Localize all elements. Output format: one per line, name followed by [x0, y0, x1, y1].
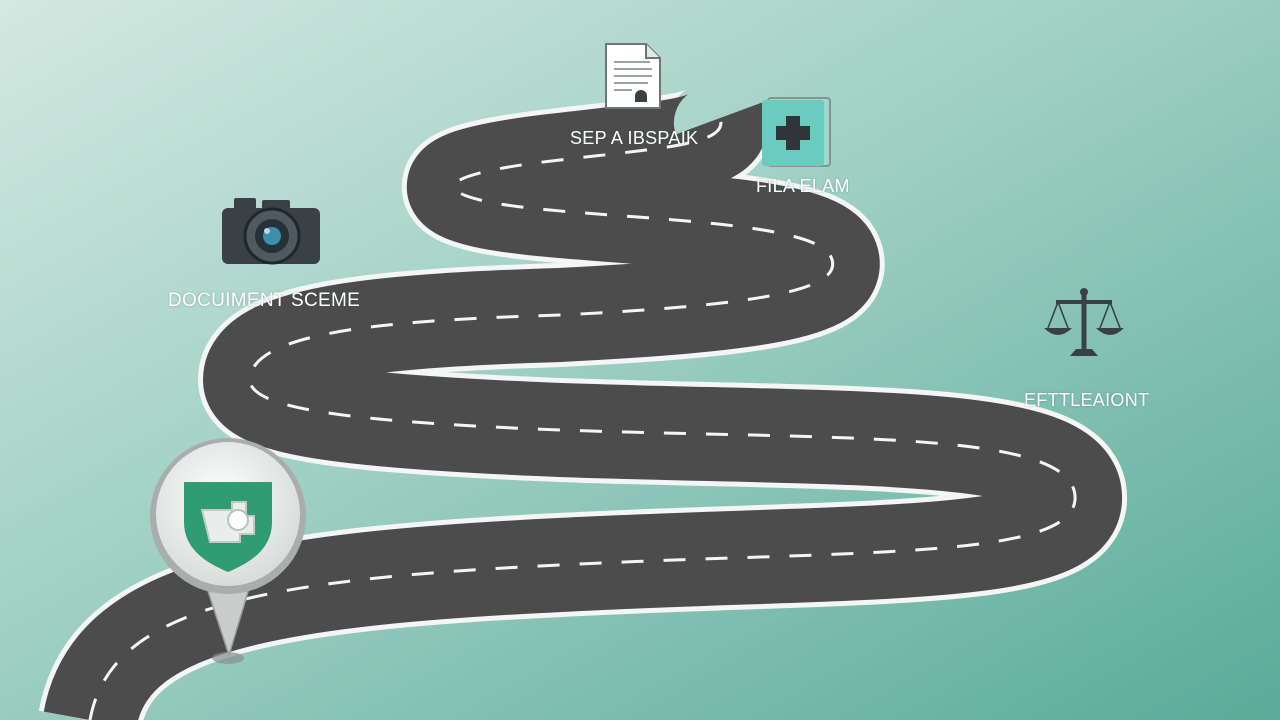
winding-road: [38, 87, 1127, 720]
camera-milestone-label: DOCUIMENT SCEME: [168, 290, 361, 311]
camera-icon: [222, 198, 320, 265]
road-center-dashes: [88, 117, 1077, 720]
scales-icon: [1044, 288, 1124, 356]
document-milestone-label: SEP A IBSPAIK: [570, 128, 699, 148]
start-pin: [150, 438, 306, 664]
medical-cross-icon: [762, 97, 831, 167]
medical-milestone-label: FILA ELAM: [756, 176, 850, 196]
document-icon: [605, 43, 661, 109]
scales-milestone-label: EFTTLEAIONT: [1024, 390, 1150, 410]
shield-icon: [184, 482, 272, 572]
pin-shadow: [212, 652, 244, 664]
